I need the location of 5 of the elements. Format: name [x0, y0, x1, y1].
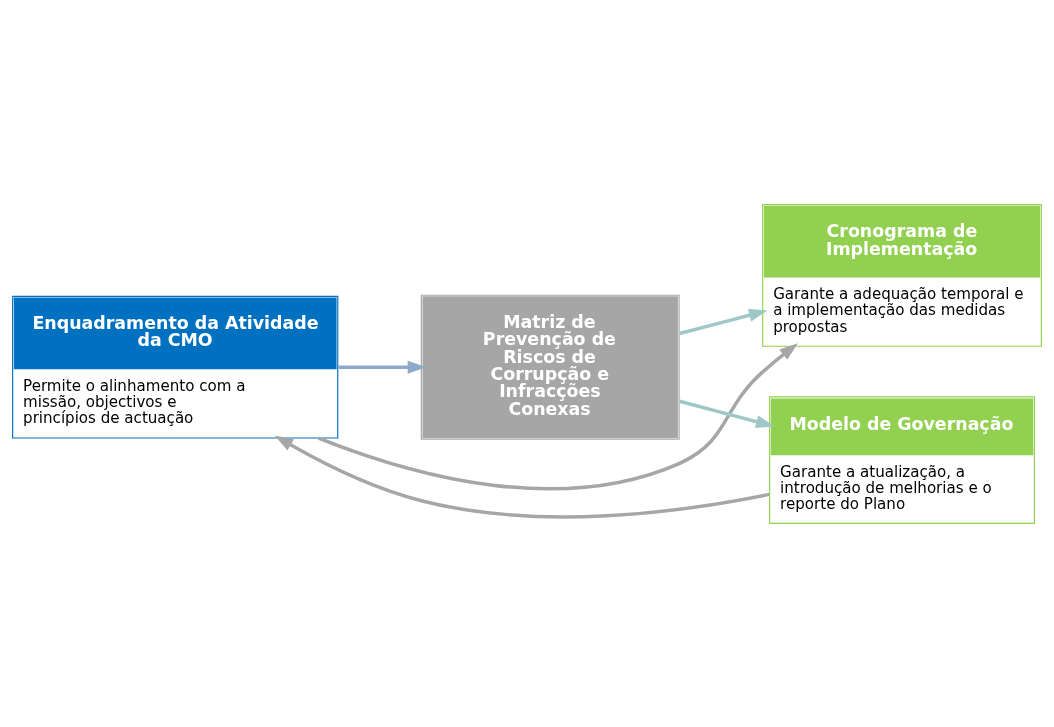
arrow	[679, 308, 768, 335]
arrow	[317, 342, 798, 490]
arrow	[679, 399, 775, 428]
arrow	[338, 360, 427, 374]
arrow	[274, 434, 770, 519]
